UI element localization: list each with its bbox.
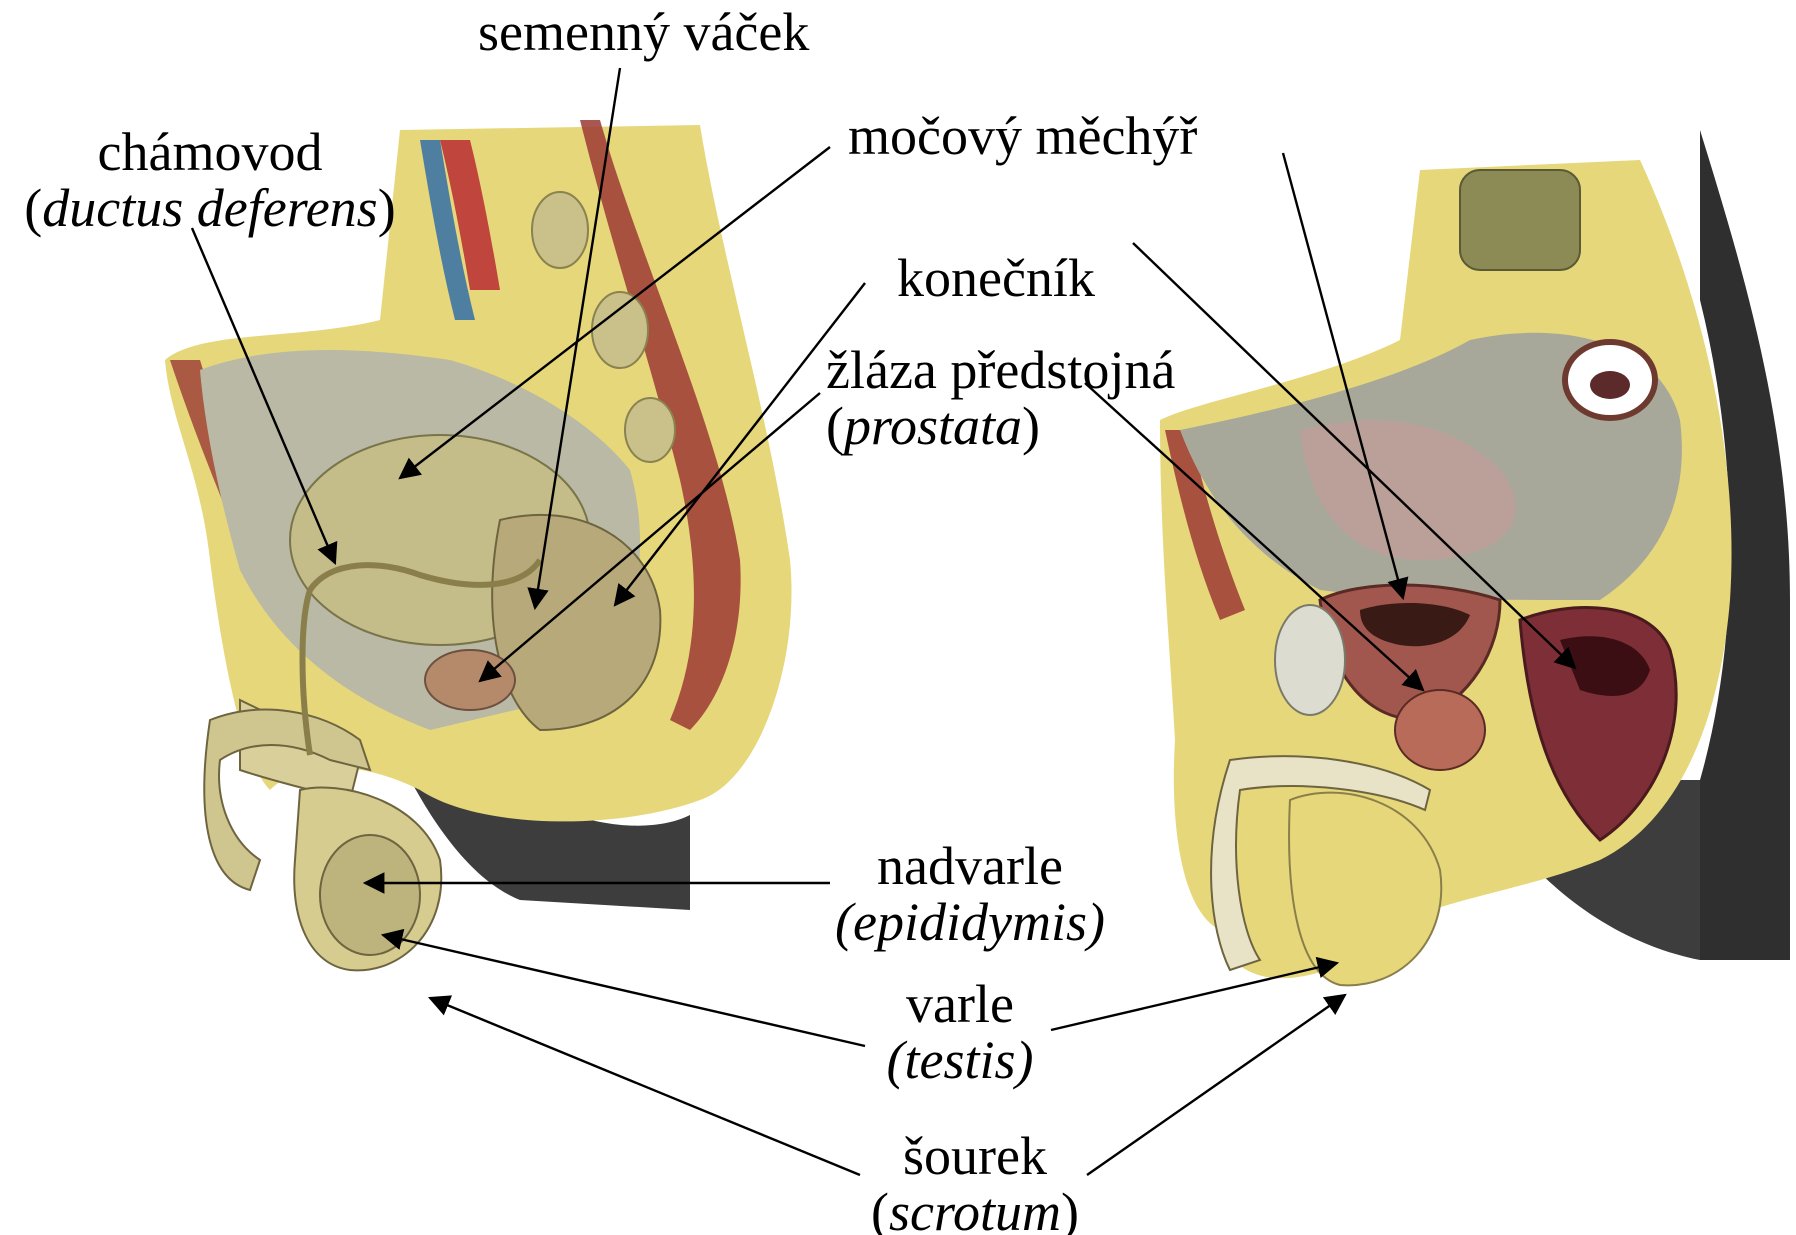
varle-latin: (testis) <box>860 1032 1060 1088</box>
chamovod-latin: ductus deferens <box>42 178 377 238</box>
label-mocovy-mechyr: močový měchýř <box>848 108 1197 164</box>
nadvarle-latin: (epididymis) <box>820 894 1120 950</box>
label-konecnik: konečník <box>897 250 1095 306</box>
prostata-latin: prostata <box>844 396 1022 456</box>
label-nadvarle: nadvarle (epididymis) <box>820 838 1120 950</box>
sourek-latin: scrotum <box>889 1182 1061 1235</box>
chamovod-czech: chámovod <box>10 124 410 180</box>
right-pelvis-illustration <box>1160 130 1790 985</box>
leader-varle-left <box>383 935 865 1046</box>
sourek-latin-line: (scrotum) <box>850 1184 1100 1235</box>
varle-czech: varle <box>860 976 1060 1032</box>
leader-sourek-right <box>1087 995 1345 1175</box>
leader-varle-right <box>1051 963 1337 1030</box>
label-semenny-vacek: semenný váček <box>478 4 809 60</box>
label-sourek: šourek (scrotum) <box>850 1128 1100 1235</box>
leader-sourek-left <box>430 998 860 1175</box>
zlaza-czech: žláza předstojná <box>826 342 1175 398</box>
sourek-czech: šourek <box>850 1128 1100 1184</box>
prostata-latin-line: (prostata) <box>826 398 1175 454</box>
label-chamovod: chámovod (ductus deferens) <box>10 124 410 236</box>
label-zlaza-predstojna: žláza předstojná (prostata) <box>826 342 1175 454</box>
nadvarle-czech: nadvarle <box>820 838 1120 894</box>
chamovod-latin-line: (ductus deferens) <box>10 180 410 236</box>
label-varle: varle (testis) <box>860 976 1060 1088</box>
